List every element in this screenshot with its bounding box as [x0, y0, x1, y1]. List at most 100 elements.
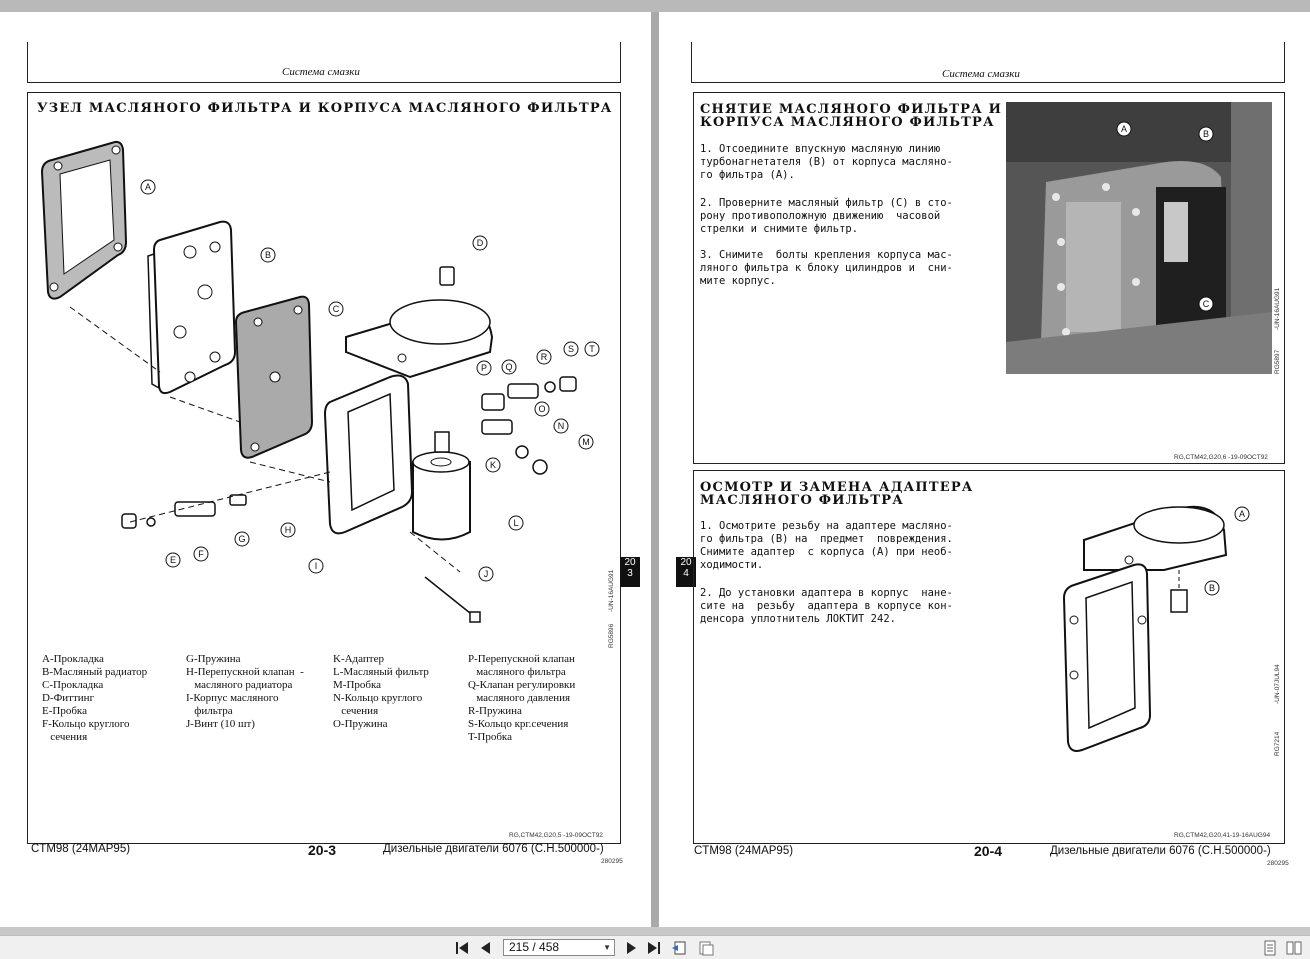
legend-item: I-Корпус масляного: [186, 692, 279, 704]
viewer-toolbar: 215 / 458 ▼: [0, 935, 1310, 959]
left-footer-code: 280295: [601, 858, 623, 865]
right-header-frame: [691, 42, 1285, 83]
section2-step-2: 2. До установки адаптера в корпус нане- …: [700, 587, 953, 625]
legend-col-2: G-Пружина H-Перепускной клапан - масляно…: [186, 653, 304, 731]
page-gutter: [651, 12, 659, 927]
legend-item: K-Адаптер: [333, 653, 384, 665]
prev-page-icon[interactable]: [478, 940, 494, 956]
legend-item: S-Кольцо крг.сечения: [468, 718, 569, 730]
left-fig-ref-1: -UN-16AUG91: [608, 569, 615, 612]
legend-item: H-Перепускной клапан -: [186, 666, 304, 678]
removal-photo: A B C: [1006, 102, 1272, 374]
chevron-down-icon: ▼: [603, 943, 611, 952]
svg-text:B: B: [265, 250, 271, 260]
legend-item: R-Пружина: [468, 705, 522, 717]
legend-item: L-Масляный фильтр: [333, 666, 429, 678]
svg-text:M: M: [582, 437, 590, 447]
right-footer-right: Дизельные двигатели 6076 (С.Н.500000-): [1050, 845, 1271, 857]
section2-title-line2: МАСЛЯНОГО ФИЛЬТРА: [700, 493, 904, 508]
section1-step-1: 1. Отсоедините впускную масляную линию т…: [700, 143, 953, 181]
section1-ref: RG,CTM42,G20,6 -19-09OCT92: [1174, 454, 1268, 461]
left-header-text: Система смазки: [282, 66, 360, 78]
svg-text:T: T: [589, 344, 595, 354]
legend-item: J-Винт (10 шт): [186, 718, 255, 730]
svg-text:S: S: [568, 344, 574, 354]
section2-step-1: 1. Осмотрите резьбу на адаптере масляно-…: [700, 520, 953, 571]
diagram-callouts: A B C D E F G H I J K L M N O P Q R S T: [140, 179, 600, 582]
adapter-fig-ref-1: -UN-07JUL94: [1274, 664, 1281, 704]
svg-text:C: C: [333, 304, 340, 314]
oil-cooler-b-shape: [152, 220, 237, 395]
left-section-title: УЗЕЛ МАСЛЯНОГО ФИЛЬТРА И КОРПУСА МАСЛЯНО…: [37, 101, 613, 116]
legend-item: масляного радиатора: [186, 679, 293, 691]
viewer-top-strip: [0, 0, 1310, 12]
legend-item: C-Прокладка: [42, 679, 104, 691]
last-page-icon[interactable]: [646, 940, 662, 956]
left-page-number: 20-3: [308, 842, 337, 858]
svg-text:F: F: [198, 549, 204, 559]
svg-text:B: B: [1203, 129, 1209, 139]
svg-text:B: B: [1209, 583, 1215, 593]
left-footer-left: CTM98 (24MAP95): [31, 843, 131, 855]
single-page-view-icon[interactable]: [672, 940, 688, 956]
facing-pages-icon[interactable]: [1286, 940, 1302, 956]
left-fig-ref-2: RG5896: [608, 623, 615, 648]
svg-text:O: O: [538, 404, 545, 414]
svg-text:L: L: [513, 518, 518, 528]
left-section-tab: 20 3: [620, 557, 640, 587]
right-page: Система смазки СНЯТИЕ МАСЛЯНОГО ФИЛЬТРА …: [659, 12, 1310, 927]
section1-title-line2: КОРПУСА МАСЛЯНОГО ФИЛЬТРА: [700, 115, 995, 130]
legend-item: N-Кольцо круглого: [333, 692, 423, 704]
page-selector[interactable]: 215 / 458 ▼: [503, 939, 615, 956]
section2-ref: RG,CTM42,G20,41-19-16AUG94: [1174, 832, 1271, 839]
legend-col-4: P-Перепускной клапан масляного фильтра Q…: [468, 653, 575, 744]
legend-item: E-Пробка: [42, 705, 87, 717]
left-content-frame: [27, 92, 621, 844]
legend-item: F-Кольцо круглого: [42, 718, 130, 730]
legend-item: сечения: [333, 705, 379, 717]
legend-item: фильтра: [186, 705, 233, 717]
right-section-tab: 20 4: [676, 557, 696, 587]
svg-text:D: D: [477, 238, 484, 248]
legend-item: D-Фиттинг: [42, 692, 95, 704]
photo-ref-2: RG5897: [1274, 349, 1281, 374]
legend-item: сечения: [42, 731, 88, 743]
right-footer-left: CTM98 (24MAP95): [694, 845, 794, 857]
legend-item: A-Прокладка: [42, 653, 104, 665]
section1-title-line1: СНЯТИЕ МАСЛЯНОГО ФИЛЬТРА И: [700, 102, 1003, 117]
legend-item: B-Масляный радиатор: [42, 666, 148, 678]
section1-step-3: 3. Снимите болты крепления корпуса мас- …: [700, 249, 953, 287]
continuous-scroll-icon[interactable]: [1262, 940, 1278, 956]
legend-item: O-Пружина: [333, 718, 388, 730]
left-footer-ref: RG,CTM42,G20,5 -19-09OCT92: [509, 832, 603, 839]
svg-text:I: I: [315, 561, 318, 571]
right-tab-line2: 4: [683, 568, 689, 579]
legend-item: T-Пробка: [468, 731, 512, 743]
section2-title-line1: ОСМОТР И ЗАМЕНА АДАПТЕРА: [700, 480, 974, 495]
section2-frame: [693, 470, 1285, 844]
svg-text:J: J: [484, 569, 489, 579]
legend-item: M-Пробка: [333, 679, 382, 691]
legend-col-1: A-Прокладка B-Масляный радиатор C-Прокла…: [42, 653, 147, 744]
left-page: Система смазки УЗЕЛ МАСЛЯНОГО ФИЛЬТРА И …: [0, 12, 651, 927]
section1-frame: [693, 92, 1285, 464]
first-page-icon[interactable]: [454, 940, 470, 956]
legend-item: масляного фильтра: [468, 666, 566, 678]
svg-text:N: N: [558, 421, 565, 431]
right-page-number: 20-4: [974, 843, 1003, 859]
adapter-fig-ref-2: RG7214: [1274, 731, 1281, 756]
left-tab-line1: 20: [624, 557, 636, 568]
svg-text:A: A: [1121, 124, 1127, 134]
legend-item: G-Пружина: [186, 653, 241, 665]
two-page-view-icon[interactable]: [698, 940, 714, 956]
legend-item: P-Перепускной клапан: [468, 653, 575, 665]
oil-filter-exploded-diagram: A B C D E F G H I J K L M N O P Q R S T: [40, 140, 600, 623]
next-page-icon[interactable]: [623, 940, 639, 956]
photo-ref-1: -UN-16AUG91: [1274, 287, 1281, 330]
right-tab-line1: 20: [680, 557, 692, 568]
svg-text:Q: Q: [505, 362, 512, 372]
left-tab-line2: 3: [627, 568, 633, 579]
svg-text:A: A: [145, 182, 151, 192]
legend-item: Q-Клапан регулировки: [468, 679, 576, 691]
legend-item: масляного давления: [468, 692, 571, 704]
